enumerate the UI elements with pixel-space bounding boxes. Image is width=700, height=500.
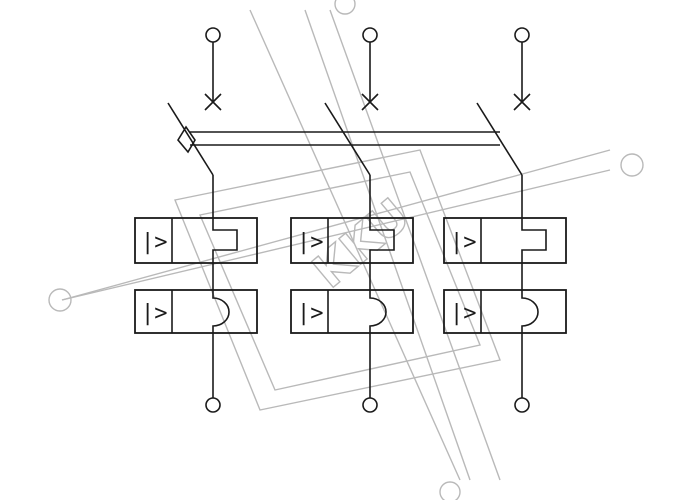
x-contact-icon xyxy=(204,93,222,111)
circle-terminal-icon xyxy=(205,27,221,43)
watermark: KKU xyxy=(48,0,644,500)
x-contact-icon xyxy=(361,93,379,111)
thermal-trip-icon xyxy=(134,217,258,264)
relay-symbol: |> xyxy=(297,230,324,255)
relay-symbol: |> xyxy=(450,230,477,255)
relay-symbol: |> xyxy=(297,301,324,326)
pole-1: |> |> xyxy=(134,27,258,413)
circle-terminal-icon xyxy=(514,27,530,43)
pole-3: |> |> xyxy=(443,27,567,413)
relay-symbol: |> xyxy=(141,301,168,326)
magnetic-trip-icon xyxy=(290,289,414,334)
circle-terminal-icon xyxy=(514,397,530,413)
mechanical-link-icon xyxy=(177,125,500,154)
circle-terminal-icon xyxy=(362,397,378,413)
circle-terminal-icon xyxy=(362,27,378,43)
thermal-trip-icon xyxy=(443,217,567,264)
thermal-trip-icon xyxy=(290,217,414,264)
relay-symbol: |> xyxy=(450,301,477,326)
pole-2: |> |> xyxy=(290,27,414,413)
circle-terminal-icon xyxy=(205,397,221,413)
magnetic-trip-icon xyxy=(443,289,567,334)
relay-symbol: |> xyxy=(141,230,168,255)
magnetic-trip-icon xyxy=(134,289,258,334)
x-contact-icon xyxy=(513,93,531,111)
